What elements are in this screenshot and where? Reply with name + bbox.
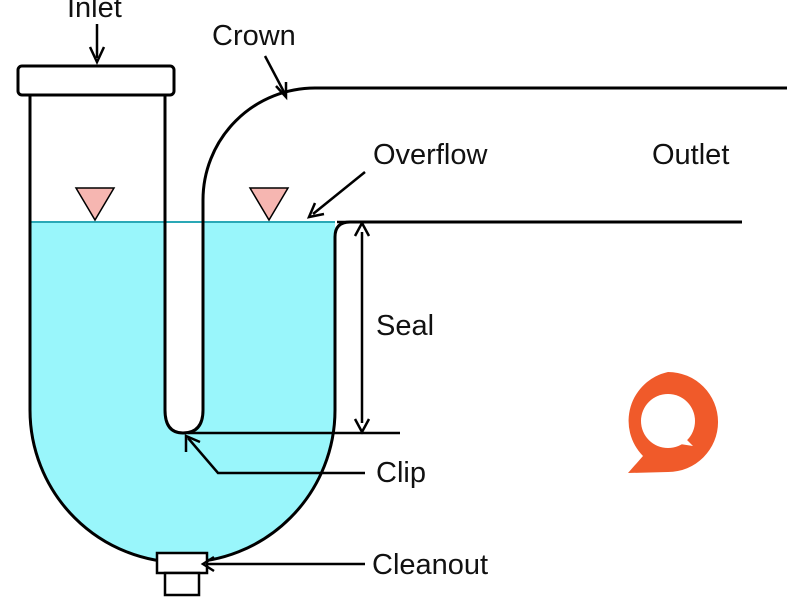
crown-leader-line: [263, 55, 286, 93]
seal-label: Seal: [376, 310, 434, 342]
overflow-leader-line: [312, 171, 366, 215]
cleanout-plug-top: [155, 551, 209, 575]
clip-label: Clip: [376, 457, 426, 489]
overflow-label: Overflow: [373, 139, 488, 171]
chat-bubble-logo-icon: [628, 371, 719, 473]
crown-label: Crown: [212, 20, 296, 52]
seal-arrow-down-icon: [353, 418, 371, 435]
inlet-label: Inlet: [67, 0, 122, 24]
cleanout-plug-bottom: [163, 571, 201, 597]
inlet-dip-tube: [163, 86, 787, 435]
inlet-arrowhead-icon: [88, 46, 106, 65]
cleanout-label: Cleanout: [372, 549, 488, 581]
crown-arrowhead-icon: [275, 82, 288, 101]
cleanout-arrowhead-icon: [200, 555, 215, 573]
clip-arrowhead-icon: [184, 434, 201, 452]
water-level-left-icon: [74, 187, 116, 222]
water-level-right-icon: [248, 187, 290, 222]
inlet-rim: [16, 64, 176, 97]
overflow-arrowhead-icon: [306, 202, 325, 219]
outlet-label: Outlet: [652, 139, 729, 171]
trap-outer-wall: [28, 95, 742, 564]
clip-leader-line: [187, 437, 365, 475]
water-fill: [30, 222, 335, 563]
seal-arrow-up-icon: [353, 220, 371, 237]
